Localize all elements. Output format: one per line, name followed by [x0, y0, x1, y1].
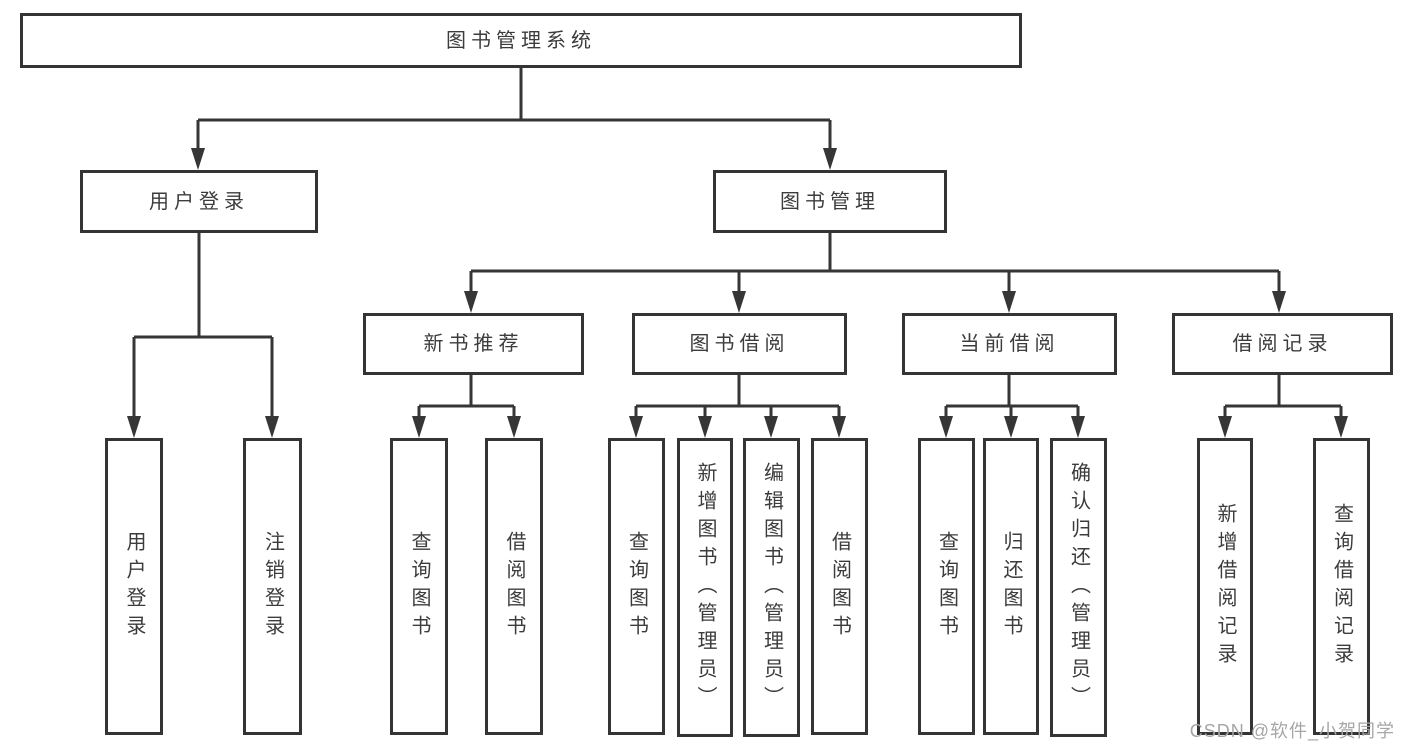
connector-book-management-branch	[464, 233, 1286, 313]
node-current-borrowing: 当前借阅	[902, 313, 1117, 375]
node-book-management-branch: 图书管理	[713, 170, 947, 233]
leaf-add-borrow-record: 新增借阅记录	[1197, 438, 1253, 735]
leaf-add-books-admin: 新增图书（管理员）	[677, 438, 733, 737]
leaf-edit-books-admin: 编辑图书（管理员）	[743, 438, 800, 737]
leaf-borrow-books-recommend: 借阅图书	[485, 438, 543, 735]
leaf-query-borrow-record: 查询借阅记录	[1313, 438, 1370, 735]
connector-borrowing-records-section	[1218, 375, 1348, 438]
node-book-borrowing: 图书借阅	[632, 313, 847, 375]
connector-user-login-branch	[127, 233, 279, 438]
connector-current-borrowing-section	[939, 375, 1085, 438]
leaf-query-books-borrowing: 查询图书	[608, 438, 665, 735]
leaf-return-books: 归还图书	[983, 438, 1039, 735]
connector-book-borrowing-section	[629, 375, 846, 438]
leaf-logout: 注销登录	[243, 438, 302, 735]
csdn-watermark: CSDN @软件_小贺同学	[1189, 721, 1395, 741]
leaf-user-login: 用户登录	[105, 438, 163, 735]
leaf-query-books-recommend: 查询图书	[390, 438, 448, 735]
node-borrowing-records: 借阅记录	[1172, 313, 1393, 375]
node-new-book-recommend: 新书推荐	[363, 313, 584, 375]
connector-new-book-section	[412, 375, 521, 438]
node-root-system: 图书管理系统	[20, 13, 1022, 68]
node-user-login-branch: 用户登录	[80, 170, 318, 233]
leaf-query-books-current: 查询图书	[918, 438, 975, 735]
connector-root-to-branches	[191, 68, 837, 170]
leaf-confirm-return-admin: 确认归还（管理员）	[1050, 438, 1107, 737]
leaf-borrow-books-borrowing: 借阅图书	[811, 438, 868, 735]
